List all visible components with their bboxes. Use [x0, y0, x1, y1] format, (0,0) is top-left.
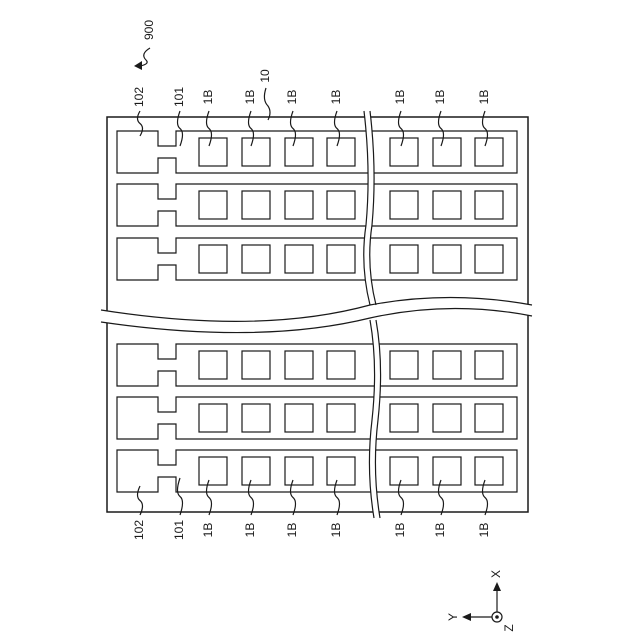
wiring-label-top: 101: [172, 87, 186, 107]
element-1b-pad: [242, 245, 270, 273]
element-1b-pad: [390, 245, 418, 273]
element-1b-pad: [242, 457, 270, 485]
element-1b-pad: [199, 191, 227, 219]
substrate-leader: [264, 88, 270, 120]
device-label: 900: [142, 20, 156, 40]
element-1b-pad: [390, 351, 418, 379]
element-1b-pad: [199, 404, 227, 432]
element-1b-pad: [475, 457, 503, 485]
element-1b-pad: [285, 191, 313, 219]
element-1b-pad: [475, 351, 503, 379]
element-label-top: 1B: [329, 90, 343, 105]
element-1b-pad: [433, 245, 461, 273]
element-label-bottom: 1B: [433, 523, 447, 538]
element-1b-pad: [475, 404, 503, 432]
element-1b-pad: [199, 138, 227, 166]
element-1b-pad: [390, 457, 418, 485]
substrate-label: 10: [258, 69, 272, 83]
element-1b-pad: [475, 138, 503, 166]
element-1b-pad: [475, 191, 503, 219]
element-1b-pad: [285, 404, 313, 432]
element-1b-pad: [199, 351, 227, 379]
z-axis-label: Z: [502, 624, 516, 631]
element-label-top: 1B: [433, 90, 447, 105]
electrode-row: [117, 131, 517, 173]
element-1b-pad: [390, 191, 418, 219]
element-label-bottom: 1B: [285, 523, 299, 538]
terminal-label-bottom: 102: [132, 520, 146, 540]
element-label-bottom: 1B: [243, 523, 257, 538]
element-label-bottom: 1B: [201, 523, 215, 538]
element-label-top: 1B: [477, 90, 491, 105]
electrode-rows: [117, 131, 517, 492]
element-label-top: 1B: [201, 90, 215, 105]
element-1b-pad: [285, 245, 313, 273]
element-1b-pad: [285, 138, 313, 166]
element-label-bottom: 1B: [329, 523, 343, 538]
x-axis-label: X: [489, 570, 503, 578]
element-label-top: 1B: [243, 90, 257, 105]
element-label-top: 1B: [285, 90, 299, 105]
electrode-row: [117, 450, 517, 492]
element-1b-pad: [475, 245, 503, 273]
element-1b-pad: [199, 245, 227, 273]
element-1b-pad: [433, 351, 461, 379]
element-1b-pad: [199, 457, 227, 485]
element-1b-pad: [390, 404, 418, 432]
y-axis-arrowhead: [462, 613, 471, 621]
element-1b-pad: [390, 138, 418, 166]
element-1b-pad: [433, 138, 461, 166]
element-1b-pad: [285, 457, 313, 485]
electrode-row: [117, 238, 517, 280]
device-label-arrowhead: [134, 61, 142, 70]
element-1b-pad: [433, 191, 461, 219]
terminal-label-top: 102: [132, 87, 146, 107]
x-axis-arrowhead: [493, 582, 501, 591]
element-label-top: 1B: [393, 90, 407, 105]
axis-triad: X Y Z: [446, 570, 516, 632]
element-1b-pad: [327, 191, 355, 219]
y-axis-label: Y: [446, 613, 460, 621]
element-1b-pad: [242, 351, 270, 379]
element-1b-pad: [327, 457, 355, 485]
element-1b-pad: [327, 138, 355, 166]
element-label-bottom: 1B: [393, 523, 407, 538]
z-axis-dot: [495, 615, 499, 619]
element-1b-pad: [433, 404, 461, 432]
wiring-label-bottom: 101: [172, 520, 186, 540]
element-1b-pad: [285, 351, 313, 379]
electrode-row: [117, 344, 517, 386]
element-1b-pad: [242, 138, 270, 166]
element-1b-pad: [242, 404, 270, 432]
element-label-bottom: 1B: [477, 523, 491, 538]
element-1b-pad: [327, 351, 355, 379]
element-1b-pad: [242, 191, 270, 219]
electrode-row: [117, 184, 517, 226]
element-1b-pad: [433, 457, 461, 485]
element-1b-pad: [327, 245, 355, 273]
electrode-row: [117, 397, 517, 439]
element-1b-pad: [327, 404, 355, 432]
